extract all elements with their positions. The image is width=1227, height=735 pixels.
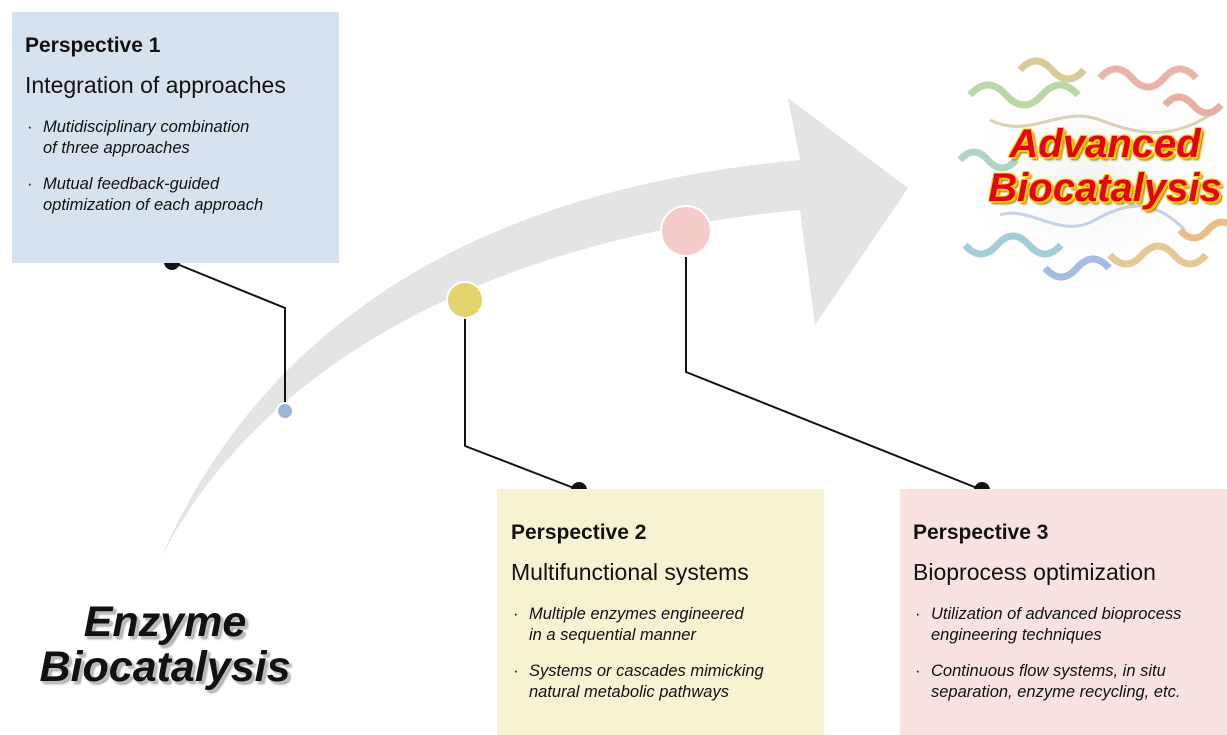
bullet-dot-icon: ·: [27, 175, 33, 193]
bullet-dot-icon: ·: [513, 662, 519, 680]
protein-structure-illustration: [945, 50, 1227, 310]
perspective-1-title: Perspective 1: [25, 34, 161, 57]
perspective-2-title: Perspective 2: [511, 521, 647, 544]
connector-line-1: [171, 261, 286, 411]
enzyme-biocatalysis-line-1: Enzyme: [83, 598, 247, 646]
perspective-nodes: [276, 205, 712, 420]
perspective-2-box: Perspective 2 Multifunctional systems ·M…: [497, 489, 824, 735]
perspective-3-box: Perspective 3 Bioprocess optimization ·U…: [900, 489, 1227, 735]
bullet-dot-icon: ·: [513, 605, 519, 623]
bullet-dot-icon: ·: [915, 662, 921, 680]
connector-line-2: [464, 300, 580, 491]
connector-lines: [164, 231, 990, 498]
advanced-biocatalysis-line-2: Biocatalysis: [988, 166, 1222, 210]
perspective-node-3: [660, 205, 712, 257]
advanced-biocatalysis-label: Advanced Biocatalysis: [940, 122, 1227, 210]
progress-arrow: [160, 98, 908, 560]
enzyme-biocatalysis-line-2: Biocatalysis: [39, 643, 291, 691]
perspective-node-2: [446, 281, 484, 319]
perspective-2-subtitle: Multifunctional systems: [511, 559, 749, 585]
perspective-node-1: [276, 402, 294, 420]
perspective-1-subtitle: Integration of approaches: [25, 72, 286, 98]
bullet-dot-icon: ·: [27, 118, 33, 136]
perspective-1-box: Perspective 1 Integration of approaches …: [12, 12, 339, 263]
perspective-3-title: Perspective 3: [913, 521, 1049, 544]
bullet-dot-icon: ·: [915, 605, 921, 623]
advanced-biocatalysis-line-1: Advanced: [1009, 122, 1201, 166]
perspective-3-subtitle: Bioprocess optimization: [913, 559, 1156, 585]
enzyme-biocatalysis-label: Enzyme Biocatalysis: [0, 600, 330, 690]
connector-line-3: [685, 231, 983, 491]
